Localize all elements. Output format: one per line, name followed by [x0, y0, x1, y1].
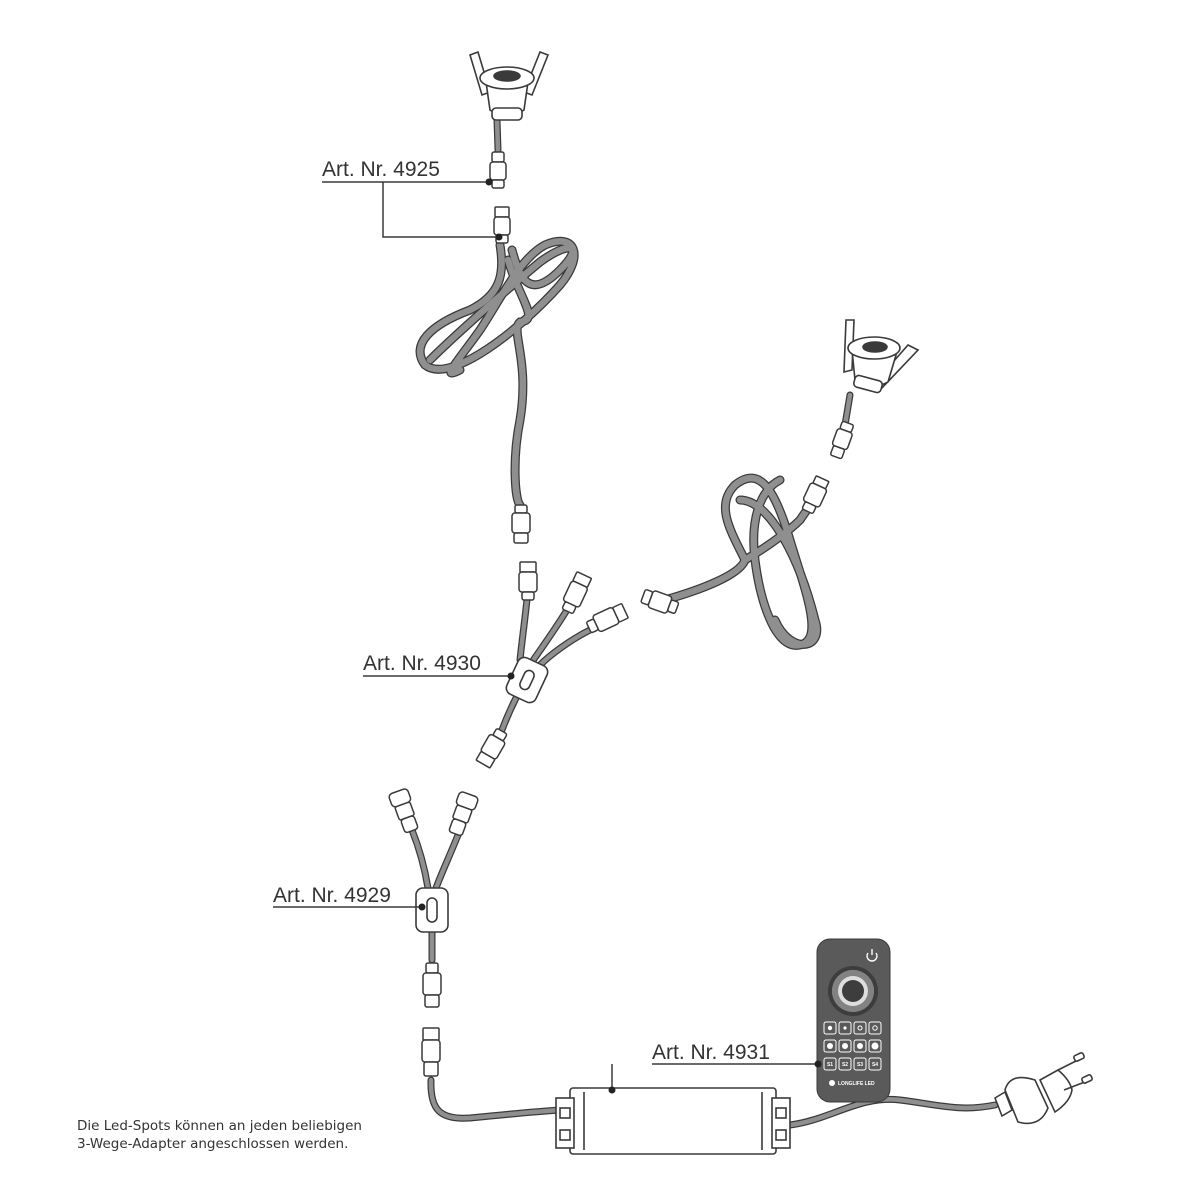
cable-coil-top	[415, 236, 579, 510]
led-driver-4931	[555, 1087, 791, 1155]
connector-driver-in	[421, 1027, 441, 1077]
connector-4929-b	[448, 791, 479, 837]
connector-4929-out	[422, 962, 442, 1008]
connector-4929-a	[388, 788, 419, 834]
connector-4930-c	[586, 603, 629, 634]
scene-button-s3: S3	[857, 1062, 863, 1068]
scene-button-s4: S4	[872, 1062, 878, 1068]
label-art-4931: Art. Nr. 4931	[652, 1041, 770, 1064]
remote-button-grid	[823, 1021, 882, 1071]
color-wheel-icon	[828, 966, 878, 1016]
brightness-up-icon	[827, 1025, 833, 1031]
plug-icon	[994, 1052, 1093, 1125]
connector-coil2-left	[640, 589, 680, 614]
scene-button-s2: S2	[842, 1062, 848, 1068]
led-spot-right	[843, 319, 920, 394]
power-icon	[866, 949, 878, 962]
connector-4930-b	[561, 571, 592, 614]
cable-coil-right	[660, 473, 825, 650]
connector-coil2-top	[801, 475, 830, 514]
scene-button-s1: S1	[827, 1062, 833, 1068]
connector-4925-male	[493, 206, 511, 244]
connector-4930-a	[518, 561, 538, 601]
label-art-4929: Art. Nr. 4929	[273, 884, 391, 907]
label-art-4930: Art. Nr. 4930	[363, 652, 481, 675]
cables-short	[408, 116, 999, 1129]
connector-spot-right	[830, 420, 854, 460]
note-line-2: 3-Wege-Adapter angeschlossen werden.	[77, 1136, 348, 1152]
leader-dots	[418, 178, 822, 1094]
note-line-1: Die Led-Spots können an jeden beliebigen	[77, 1118, 362, 1134]
connector-coil1-end	[511, 504, 531, 544]
led-spot-top	[469, 50, 550, 121]
leader-lines	[273, 181, 818, 1090]
label-art-4925: Art. Nr. 4925	[322, 158, 440, 181]
brightness-down-icon	[843, 1026, 847, 1030]
connector-4930-out	[475, 728, 508, 769]
connectors	[388, 151, 854, 1077]
remote-brand: LONGLIFE LED	[838, 1081, 875, 1087]
adapter-4929-body	[415, 887, 449, 933]
connector-4925-female	[489, 151, 507, 189]
remote-control: S1 S2 S3 S4 LONGLIFE LED	[816, 938, 891, 1103]
